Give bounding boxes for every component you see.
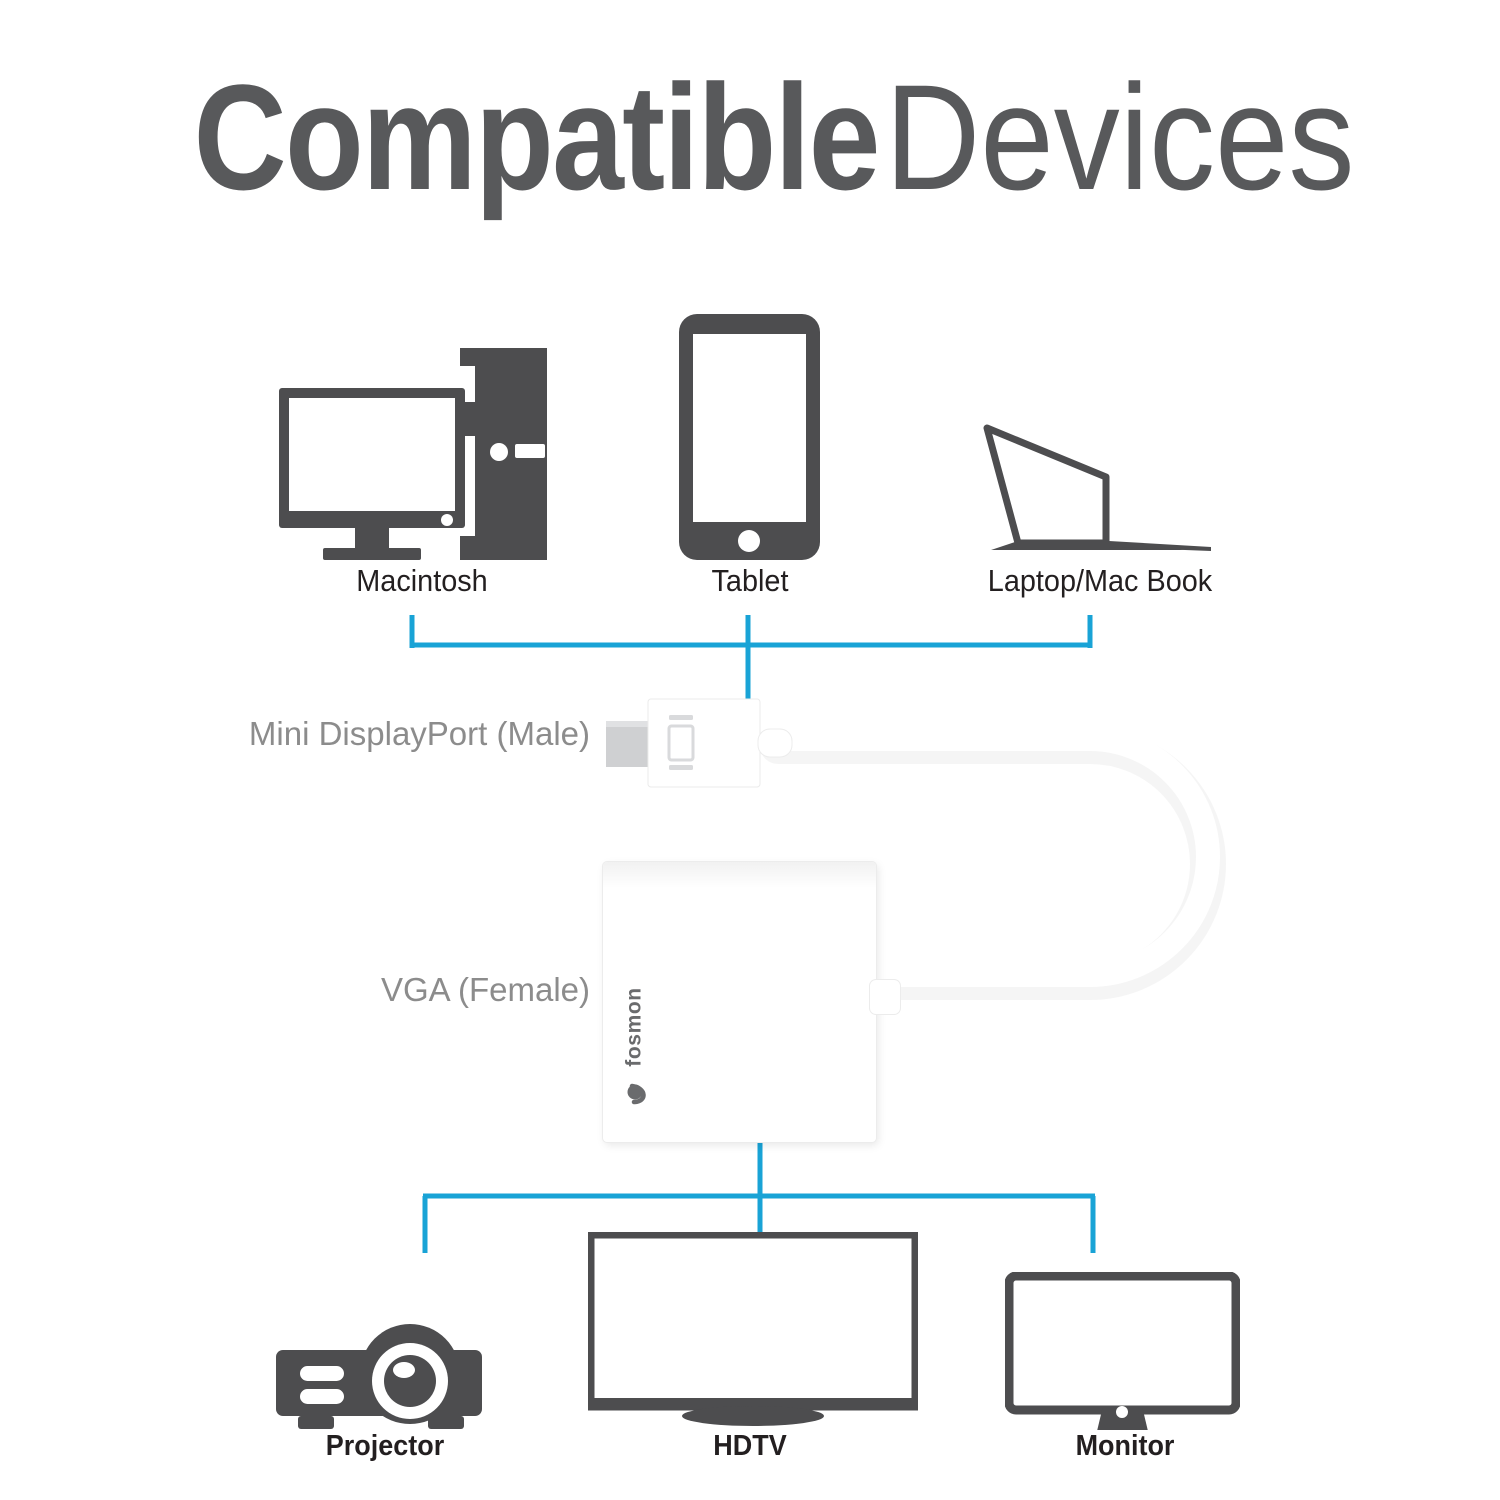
- tablet-icon: [679, 314, 820, 560]
- fosmon-logo-icon: fosmon: [623, 987, 646, 1105]
- port-label-vga: VGA (Female): [380, 971, 590, 1008]
- page-title-strong: Compatible: [193, 53, 880, 221]
- device-label-tablet: Tablet: [711, 563, 789, 598]
- device-label-laptop: Laptop/Mac Book: [987, 563, 1213, 598]
- device-label-hdtv: HDTV: [713, 1430, 787, 1462]
- page-title-light: Devices: [884, 53, 1355, 221]
- fosmon-brand-mark: fosmon: [623, 942, 671, 1105]
- device-label-projector: Projector: [325, 1430, 445, 1462]
- top-bracket: [409, 615, 1093, 700]
- adapter-cable: [760, 727, 1226, 1000]
- laptop-icon: [983, 424, 1211, 551]
- monitor-icon: [1005, 1272, 1240, 1430]
- vga-cable-nub: [870, 980, 900, 1014]
- desktop-computer-icon: [279, 348, 547, 560]
- tv-icon: [588, 1232, 918, 1426]
- page-title: CompatibleDevices: [0, 62, 1500, 212]
- vga-adapter-body: fosmon: [603, 862, 900, 1142]
- projector-icon: [276, 1324, 482, 1429]
- mini-displayport-connector: [606, 698, 793, 788]
- svg-text:fosmon: fosmon: [623, 987, 646, 1066]
- device-label-macintosh: Macintosh: [356, 563, 488, 598]
- device-label-monitor: Monitor: [1075, 1430, 1175, 1462]
- port-label-mini-displayport: Mini DisplayPort (Male): [248, 715, 590, 752]
